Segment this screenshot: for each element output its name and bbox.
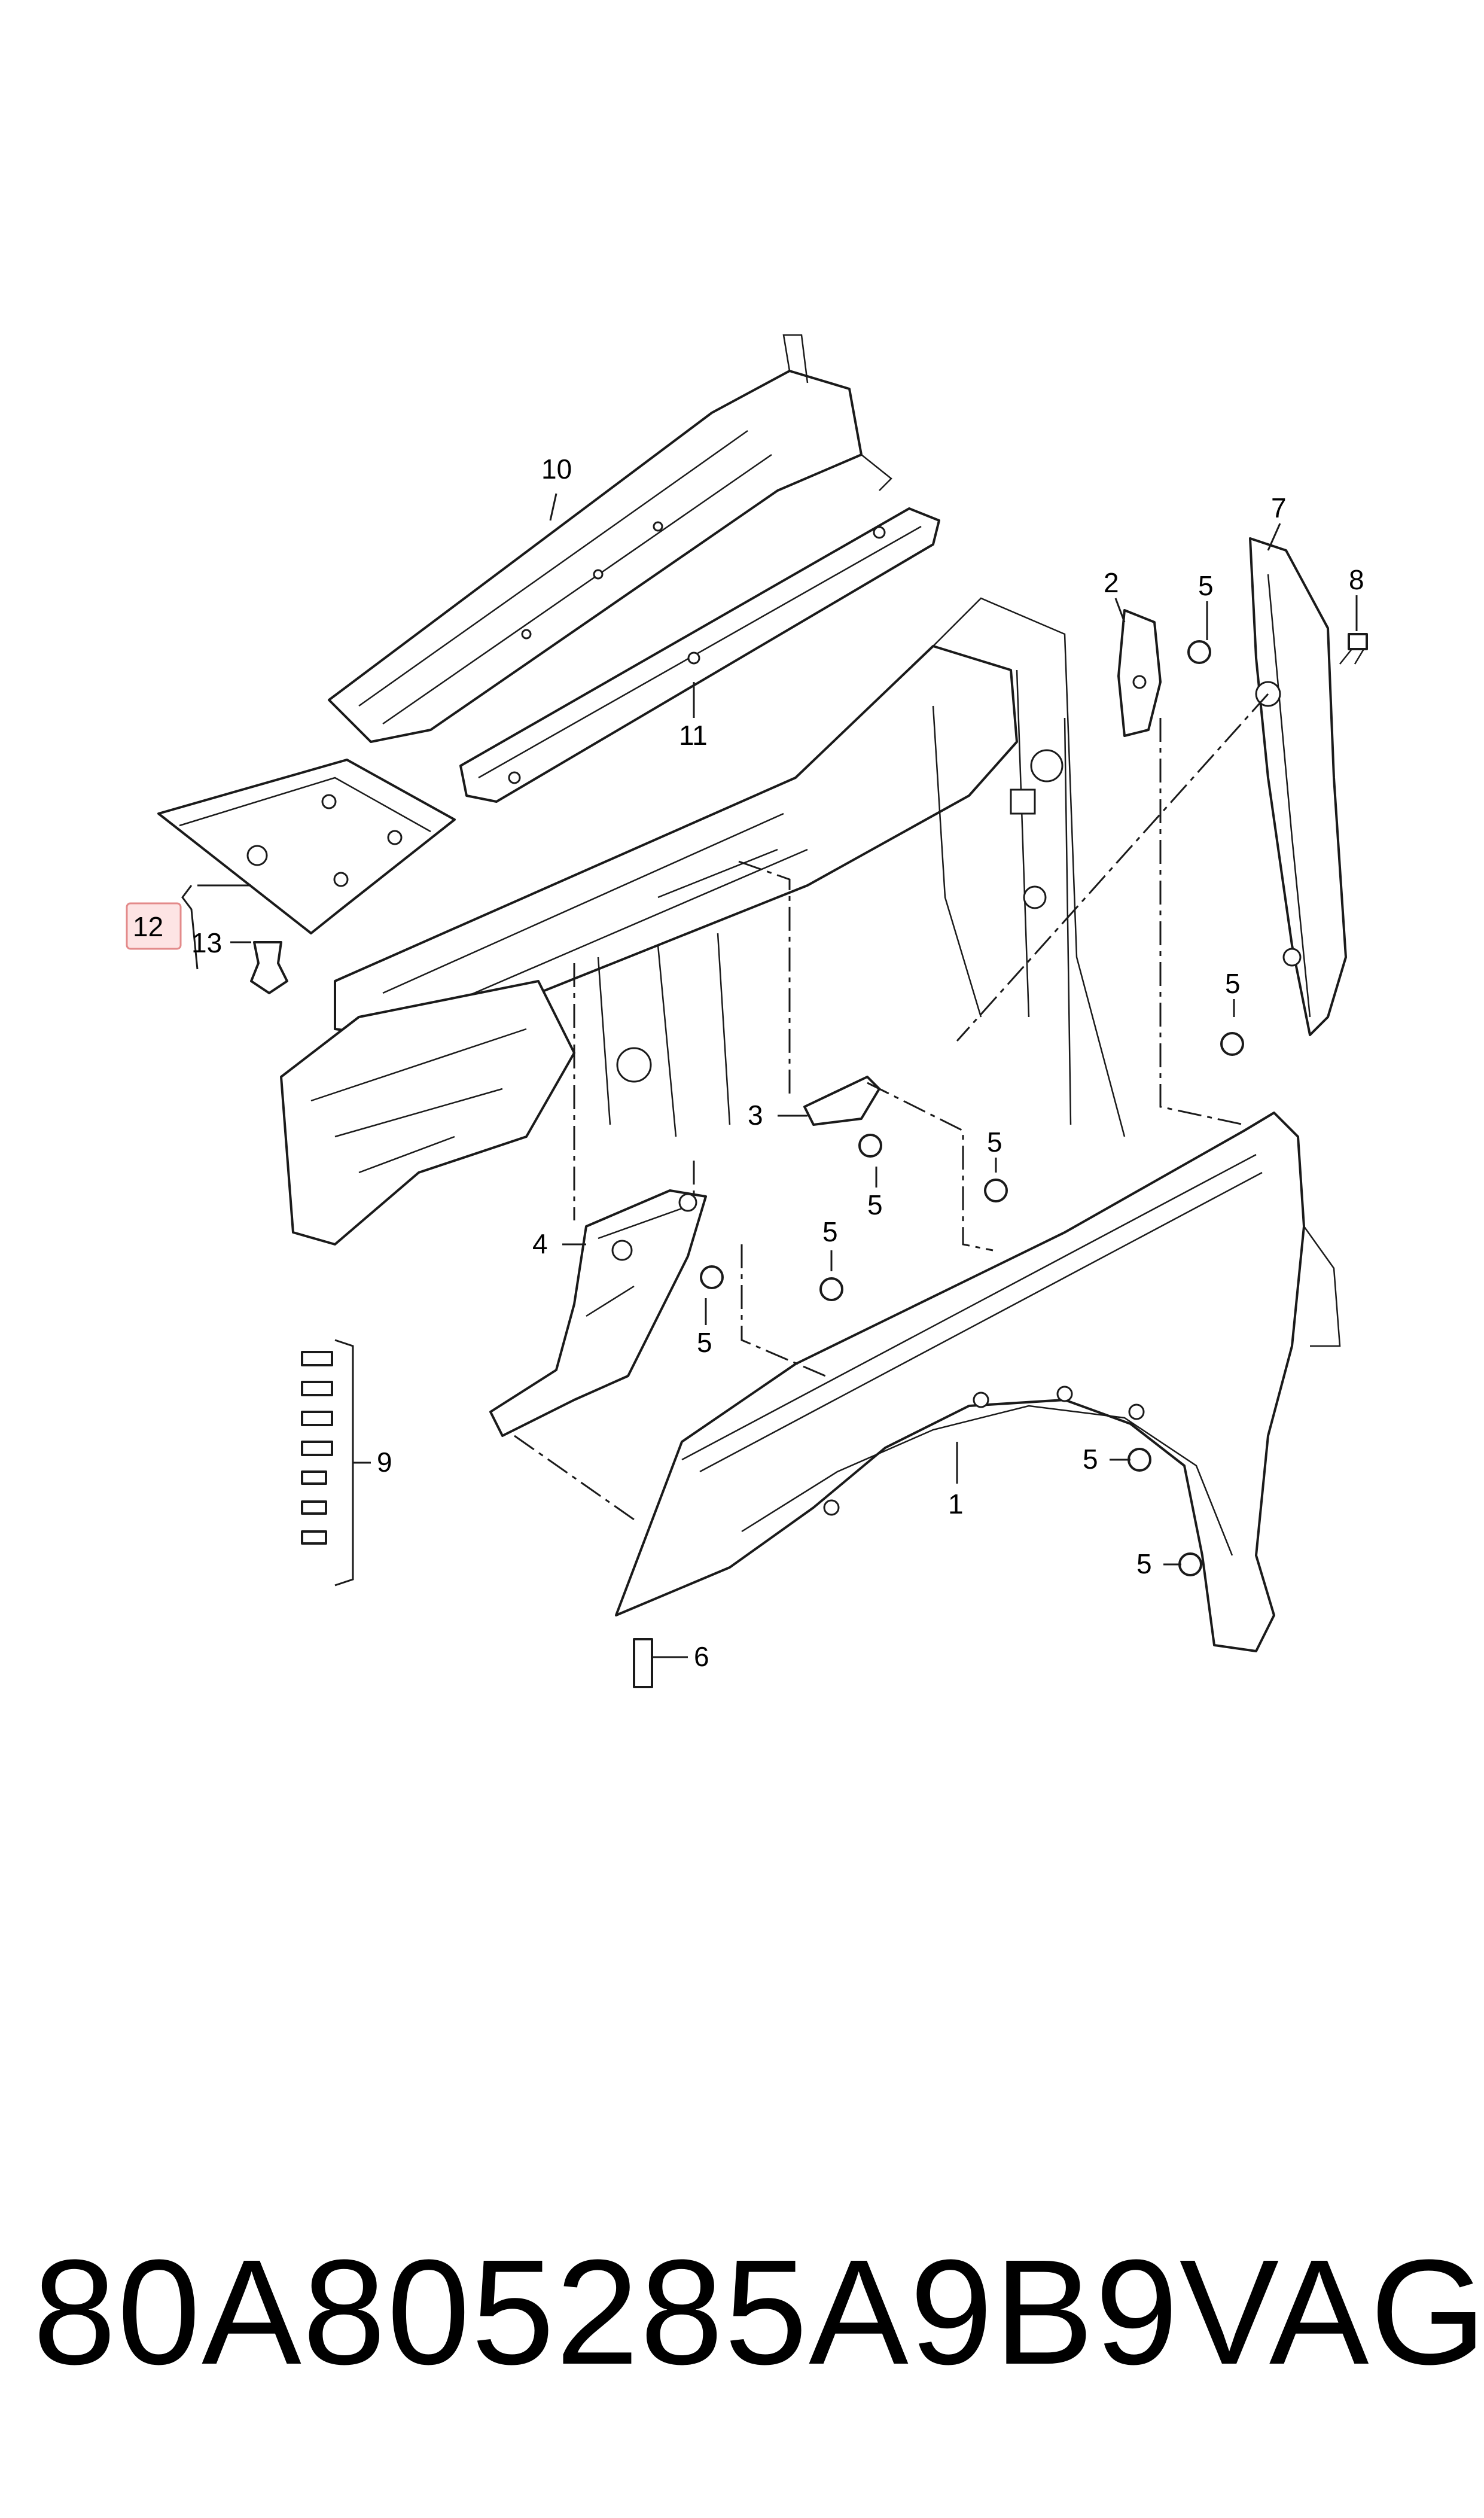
callout-4: 4 [532,1228,548,1259]
callout-5c: 5 [987,1126,1002,1158]
callout-labels: 1 2 3 4 5 5 5 5 5 5 5 5 6 7 8 9 10 11 12… [133,453,1364,1672]
callout-3: 3 [748,1100,763,1131]
callout-10: 10 [541,453,572,485]
assembly-lines [514,693,1269,1521]
callout-12: 12 [133,911,163,942]
body-structure [280,597,1126,1246]
part-13-clip [250,941,288,994]
callout-5b: 5 [1225,968,1241,999]
part-7-side-seal [1249,537,1347,1036]
part-9-fastener-set [301,1351,333,1545]
part-number: 80A805285A9B9 [33,2228,1180,2395]
part-8-screw [1339,633,1368,665]
part-4-support [489,1189,707,1437]
callout-5a: 5 [1198,570,1214,601]
part-5-bolts [700,640,1244,1576]
callout-5h: 5 [1136,1548,1152,1579]
leader-lines [181,493,1358,1658]
callout-6: 6 [694,1641,709,1672]
callout-5f: 5 [697,1327,712,1358]
callout-2: 2 [1104,567,1119,598]
callout-12-highlight [126,902,182,950]
part-11-seal-strip [459,507,940,803]
part-10-upper-cover [328,334,892,743]
callout-5d: 5 [867,1189,883,1220]
callout-8: 8 [1349,564,1364,595]
part-number-footer: 80A805285A9B9 VAG [33,2228,1484,2395]
callout-13: 13 [191,927,222,958]
callout-1: 1 [948,1488,964,1520]
part-1-front-fender [615,1112,1341,1652]
callout-5e: 5 [822,1216,838,1247]
callout-9: 9 [377,1447,392,1478]
brand-label: VAG [1179,2228,1484,2395]
callout-5g: 5 [1083,1444,1098,1475]
callout-11: 11 [679,720,708,751]
part-12-cover-plate [157,759,456,934]
part-3-bracket [803,1076,880,1126]
part-2-bracket [1117,609,1162,737]
part-6-stud [633,1638,653,1688]
callout-7: 7 [1271,492,1287,523]
